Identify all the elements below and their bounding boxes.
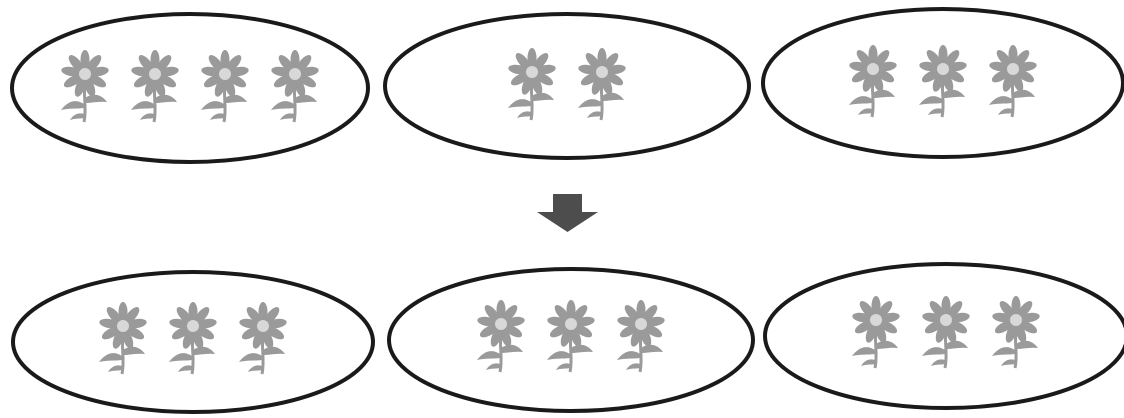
flower-icon <box>917 43 969 119</box>
after-group-2 <box>387 267 755 413</box>
before-group-3 <box>761 7 1124 159</box>
flower-icon <box>97 300 149 376</box>
flower-icon <box>545 298 597 374</box>
after-group-1 <box>11 270 375 414</box>
flower-icon <box>475 298 527 374</box>
flower-icon <box>237 300 289 376</box>
flower-icon <box>850 294 902 370</box>
flower-icon <box>615 298 667 374</box>
before-group-2 <box>383 12 751 160</box>
flower-icon <box>920 294 972 370</box>
flower-icon <box>199 48 251 124</box>
after-group-3 <box>763 262 1124 410</box>
flower-icon <box>576 46 628 122</box>
before-group-1 <box>10 12 370 164</box>
flower-icon <box>987 43 1039 119</box>
flower-icon <box>847 43 899 119</box>
flower-icon <box>167 300 219 376</box>
group-oval <box>763 262 1124 410</box>
group-oval <box>761 7 1124 159</box>
group-oval <box>383 12 751 160</box>
down-arrow-icon <box>537 194 598 232</box>
flower-icon <box>59 48 111 124</box>
flower-icon <box>990 294 1042 370</box>
flower-icon <box>269 48 321 124</box>
flower-icon <box>129 48 181 124</box>
group-oval <box>387 267 755 413</box>
group-oval <box>11 270 375 414</box>
group-oval <box>10 12 370 164</box>
flower-icon <box>506 46 558 122</box>
